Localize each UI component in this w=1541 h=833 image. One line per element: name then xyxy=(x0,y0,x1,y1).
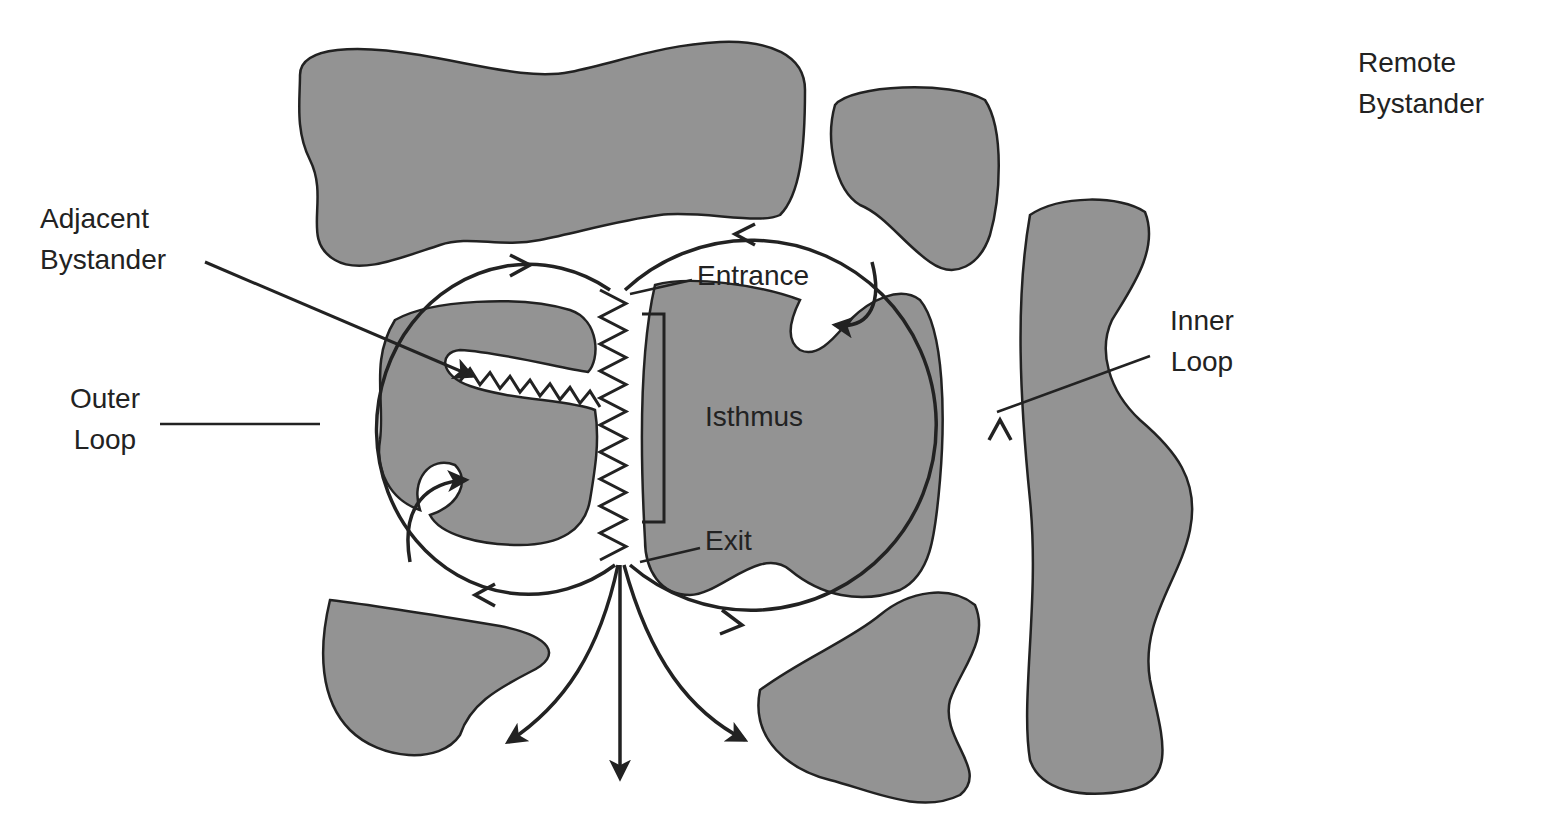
scar-region xyxy=(831,87,999,270)
scar-region xyxy=(323,600,549,755)
exit-arrow xyxy=(618,565,622,778)
scar-region xyxy=(642,281,943,597)
loop-arrowhead xyxy=(720,610,742,634)
region-label: Inner Loop xyxy=(1152,300,1252,382)
region-label: Remote Bystander xyxy=(1358,42,1533,124)
isthmus-bracket xyxy=(642,314,664,522)
scar-region xyxy=(299,42,805,266)
region-label: Entrance xyxy=(697,255,847,296)
leader-line xyxy=(630,280,692,294)
loop-arrowhead xyxy=(510,255,530,276)
leader-line xyxy=(160,423,320,426)
inner-loop-path xyxy=(625,240,936,610)
scar-tissue xyxy=(299,42,1192,803)
outer-loop-path xyxy=(377,264,615,594)
loop-arrowhead xyxy=(989,420,1011,440)
region-label: Isthmus xyxy=(705,396,845,437)
scar-region xyxy=(758,593,979,803)
exit-arrow xyxy=(508,565,618,742)
leader-line xyxy=(997,356,1150,412)
circuit-paths xyxy=(160,224,1150,778)
exit-arrow xyxy=(624,565,745,740)
region-label: Outer Loop xyxy=(50,378,160,460)
isthmus-zigzag xyxy=(600,290,626,560)
dead-end-arrow xyxy=(408,480,466,562)
dead-end-arrow xyxy=(835,262,876,326)
scar-region xyxy=(1021,200,1193,794)
region-label: Adjacent Bystander xyxy=(40,198,220,280)
region-label: Exit xyxy=(705,520,785,561)
leader-line xyxy=(205,262,472,376)
leader-line xyxy=(640,548,700,562)
loop-arrowhead xyxy=(475,584,495,606)
bystander-zigzag xyxy=(460,369,600,407)
slow-conduction xyxy=(460,290,626,560)
loop-arrowhead xyxy=(735,224,755,245)
scar-region xyxy=(379,301,597,545)
